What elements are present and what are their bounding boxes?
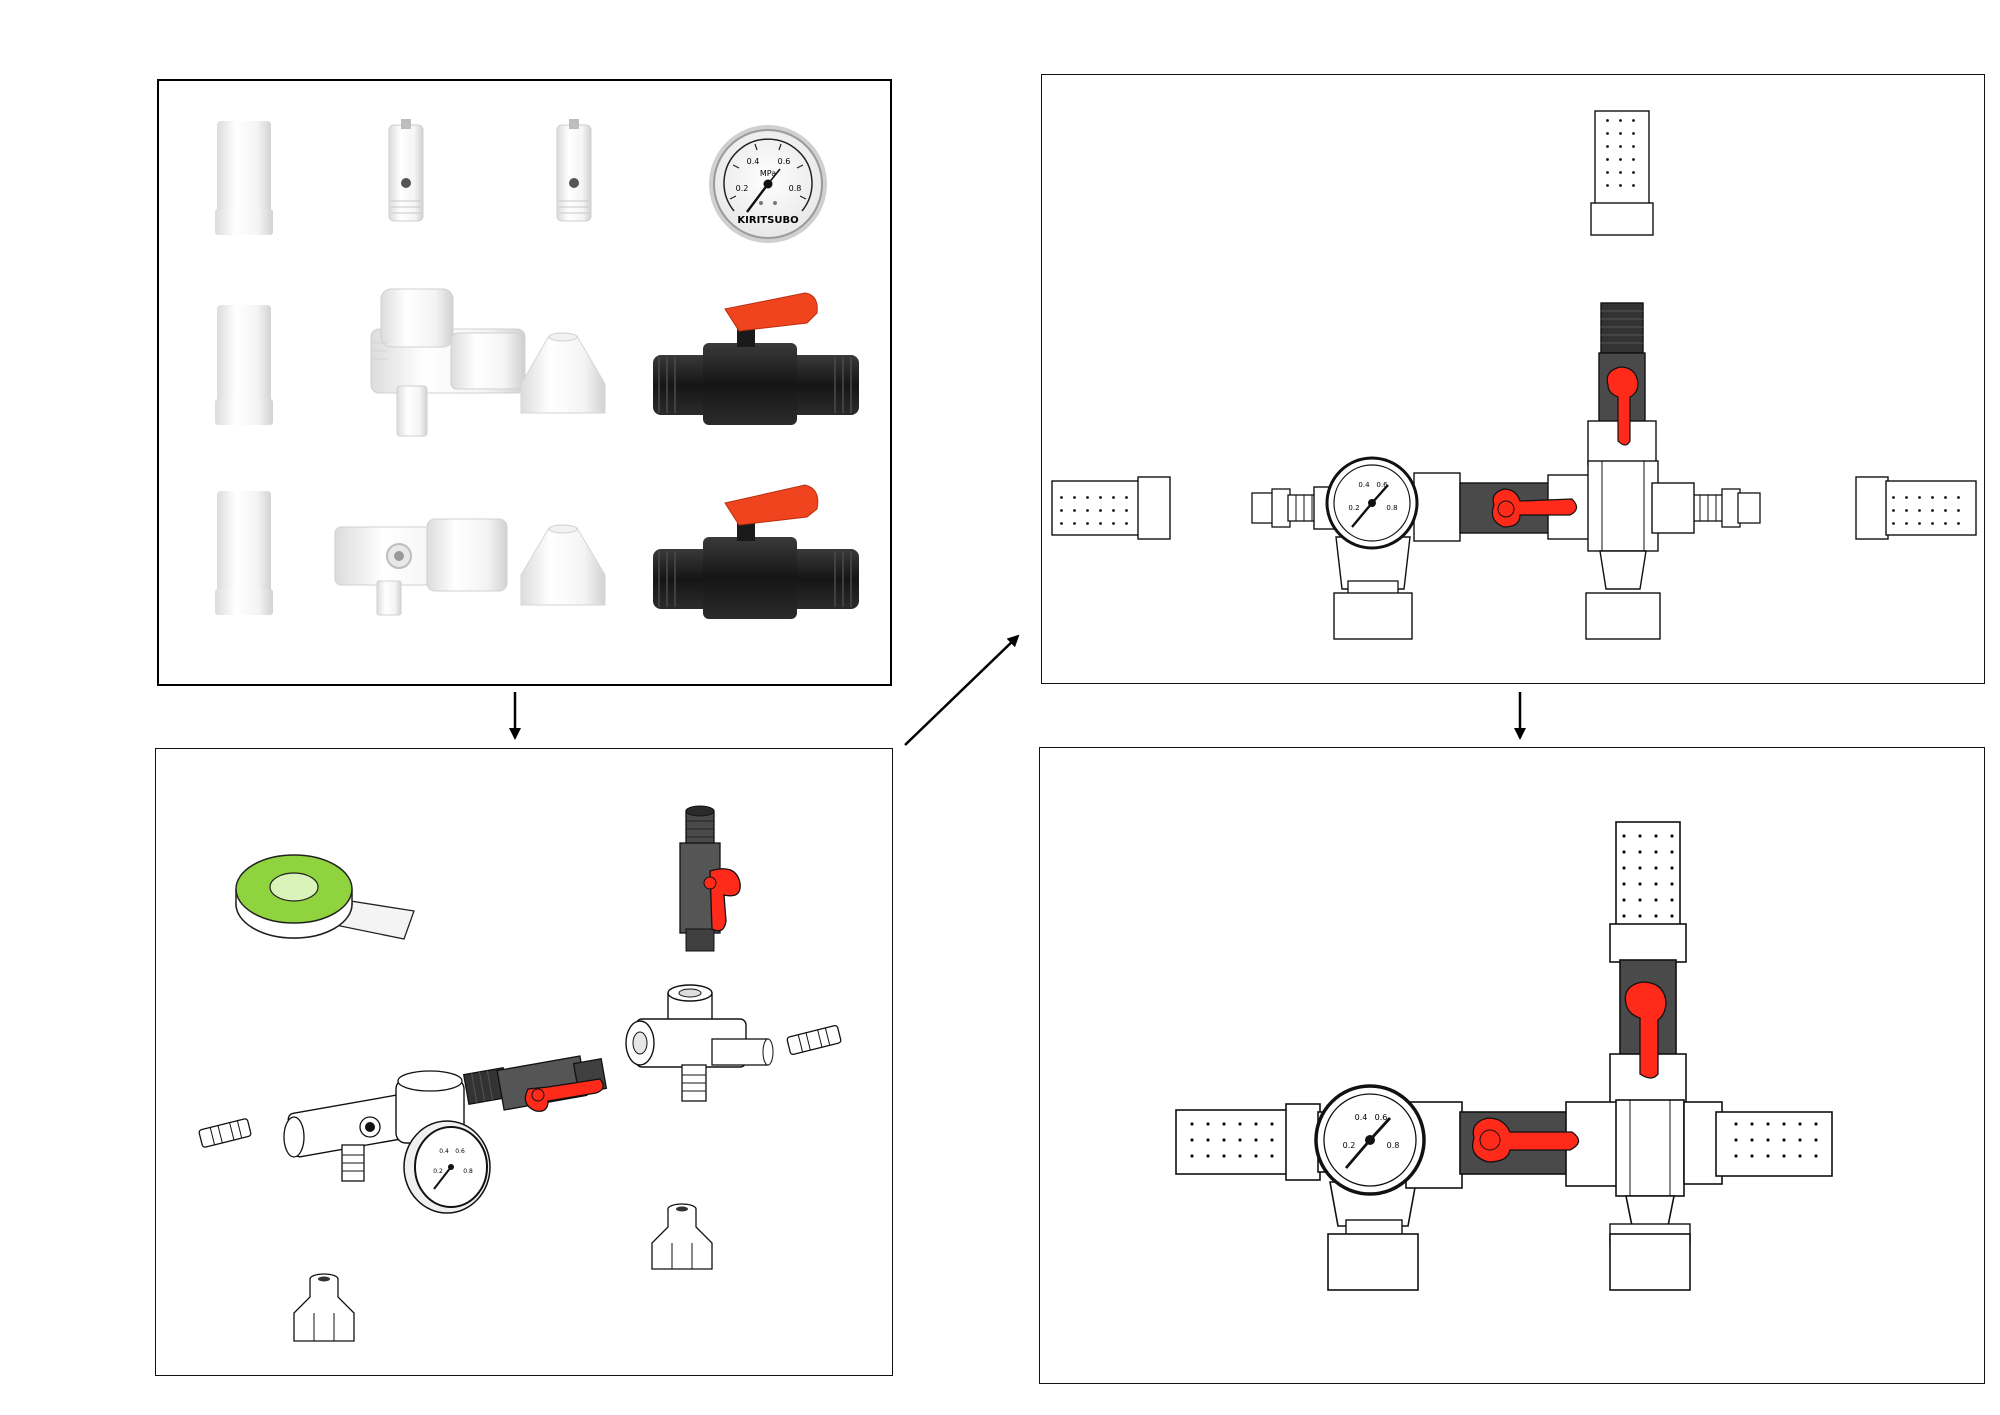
pressure-gauge-drawing: 0.2 0.4 0.6 0.8 xyxy=(1325,456,1419,550)
gauge-tick-label: 0.2 xyxy=(1343,1141,1356,1150)
reducer-fitting xyxy=(651,1203,713,1270)
reducer-fitting xyxy=(293,1273,355,1342)
ball-valve-photo xyxy=(653,292,859,425)
exploded-view-panel: 0.2 0.4 0.6 0.8 xyxy=(155,748,893,1376)
gauge-tick-label: 0.2 xyxy=(433,1168,443,1175)
ball-valve-vertical xyxy=(1587,302,1657,466)
pressure-gauge-drawing: 0.2 0.4 0.6 0.8 xyxy=(403,1120,491,1214)
gauge-tick-label: 0.8 xyxy=(1387,1141,1400,1150)
gauge-tick-label: 0.4 xyxy=(1358,481,1370,489)
gauge-unit-label: MPa xyxy=(760,169,776,178)
hex-nipple-small xyxy=(786,1024,842,1056)
gauge-tick-label: 0.4 xyxy=(439,1148,449,1155)
gauge-tee-fitting-photo xyxy=(334,518,508,616)
ball-valve-photo xyxy=(653,484,859,619)
gauge-tick-label: 0.2 xyxy=(1348,504,1359,512)
gauge-needle xyxy=(746,183,769,213)
gauge-tick-label: 0.8 xyxy=(463,1168,473,1175)
filter-cylinder-photo xyxy=(215,491,273,615)
pressure-gauge-photo: 0.2 0.4 0.6 0.8 MPa KIRITSUBO xyxy=(709,125,827,243)
filter-cylinder-photo xyxy=(215,121,273,235)
filter-cylinder xyxy=(1051,476,1171,540)
exploded-view-graphic: 0.2 0.4 0.6 0.8 xyxy=(198,805,842,1342)
gauge-tick-label: 0.6 xyxy=(1376,481,1388,489)
nipple-fitting-photo xyxy=(556,119,592,222)
gauge-tick-label: 0.4 xyxy=(747,157,760,166)
gauge-tick-label: 0.4 xyxy=(1355,1113,1368,1122)
filter-cylinder-photo xyxy=(215,305,273,425)
parts-photo-graphic: 0.2 0.4 0.6 0.8 MPa KIRITSUBO xyxy=(215,119,859,619)
ball-valve-horizontal xyxy=(1459,474,1593,540)
reducer-fitting-photo xyxy=(520,332,606,414)
hex-nipple-small xyxy=(198,1118,252,1148)
gauge-tick-label: 0.6 xyxy=(1375,1113,1388,1122)
gauge-tick-label: 0.6 xyxy=(778,157,791,166)
gauge-tick-label: 0.2 xyxy=(736,184,749,193)
gauge-tick-label: 0.8 xyxy=(789,184,802,193)
hex-nipple xyxy=(1691,488,1761,528)
final-assembly-panel: 0.2 0.4 0.6 0.8 xyxy=(1039,747,1985,1384)
filter-cylinder xyxy=(1715,1111,1833,1177)
parts-photo-panel: 0.2 0.4 0.6 0.8 MPa KIRITSUBO xyxy=(157,79,892,686)
filter-cylinder xyxy=(1175,1103,1321,1181)
filter-cylinder xyxy=(1590,110,1654,236)
pressure-gauge-drawing: 0.2 0.4 0.6 0.8 xyxy=(1314,1084,1426,1196)
ball-valve-vertical xyxy=(679,805,741,952)
ball-valve-horizontal xyxy=(462,1055,608,1112)
teflon-tape-roll xyxy=(235,854,415,940)
filter-cylinder xyxy=(1855,476,1977,540)
final-assembly-graphic: 0.2 0.4 0.6 0.8 xyxy=(1175,821,1833,1291)
ball-valve-horizontal xyxy=(1459,1101,1623,1187)
gauge-tick-label: 0.6 xyxy=(455,1148,465,1155)
gauge-tee-fitting xyxy=(283,1070,465,1182)
cross-fitting xyxy=(1609,1099,1723,1291)
assembly-layout-panel: 0.2 0.4 0.6 0.8 xyxy=(1041,74,1985,684)
gauge-brand-label: KIRITSUBO xyxy=(737,215,798,226)
assembly-layout-graphic: 0.2 0.4 0.6 0.8 xyxy=(1051,110,1977,640)
cross-tee-fitting xyxy=(625,984,774,1102)
arrow-up-right-icon xyxy=(904,634,1020,746)
gauge-tick-label: 0.8 xyxy=(1386,504,1397,512)
ball-valve-vertical xyxy=(1609,959,1687,1105)
filter-cylinder xyxy=(1609,821,1687,963)
cross-fitting xyxy=(1585,460,1695,640)
hex-nipple xyxy=(1251,488,1319,528)
nipple-fitting-photo xyxy=(388,119,424,222)
tee-fitting-photo xyxy=(370,288,526,437)
reducer-fitting-photo xyxy=(520,524,606,606)
